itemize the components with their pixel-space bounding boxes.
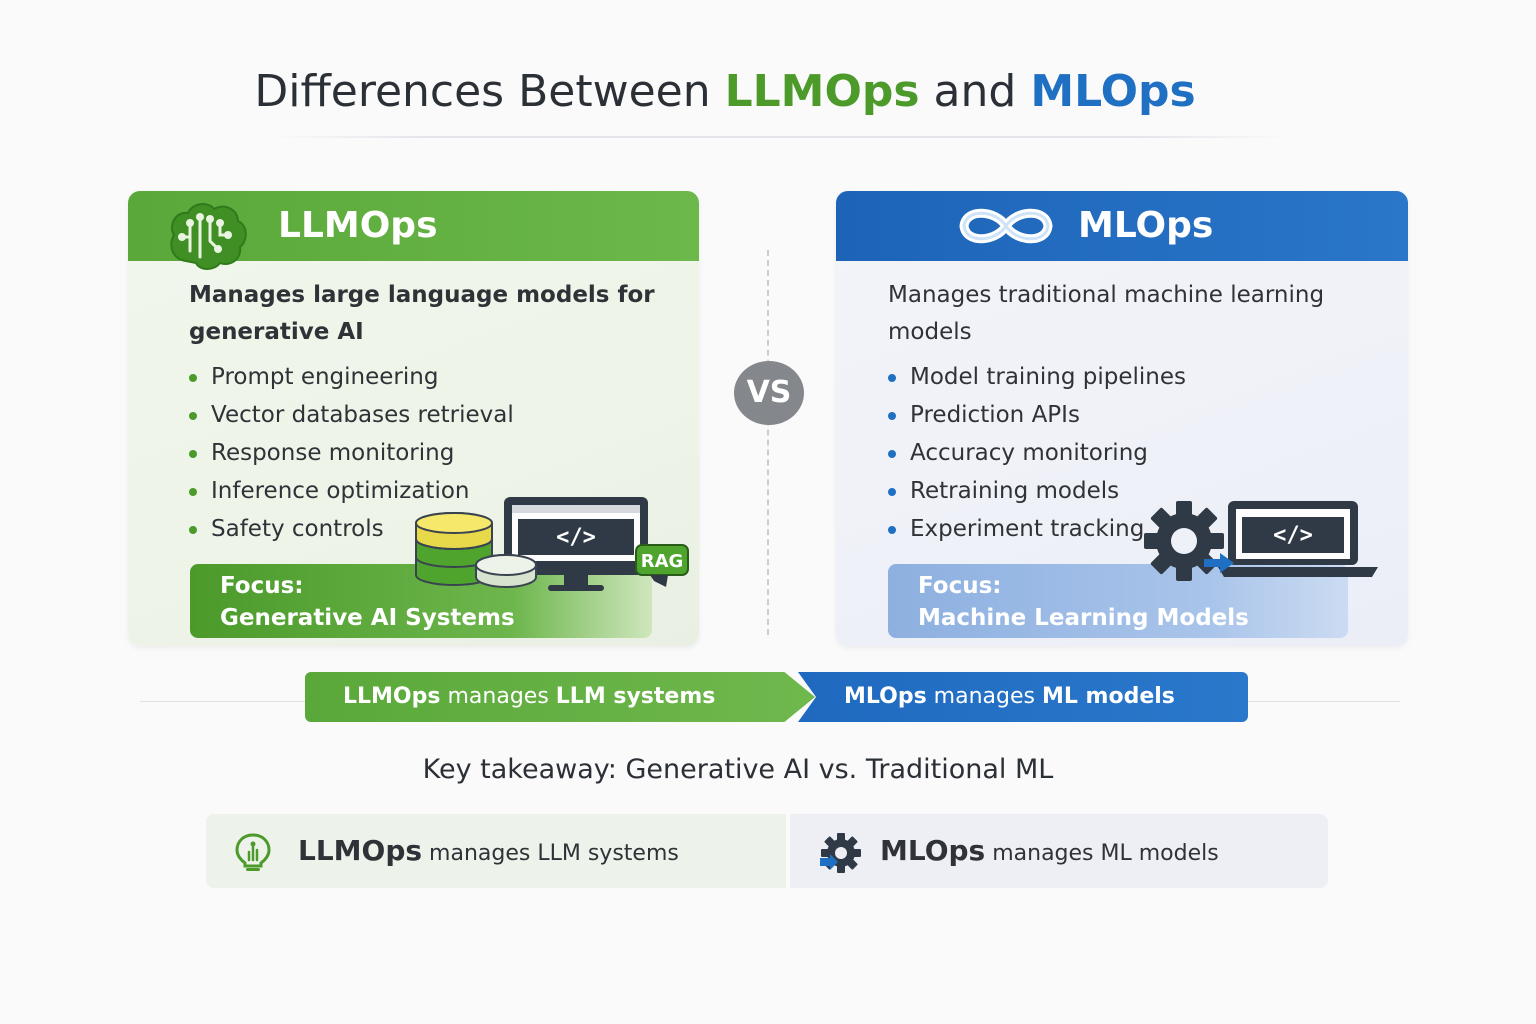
svg-text:</>: </> <box>1273 523 1313 548</box>
llmops-focus-value: Generative AI Systems <box>220 605 515 631</box>
bullet-dot-icon <box>189 450 197 458</box>
vs-badge: VS <box>734 361 804 425</box>
mlops-title: MLOps <box>1078 205 1214 246</box>
list-item: Safety controls <box>189 510 514 548</box>
bullet-dot-icon <box>189 488 197 496</box>
list-item: Experiment tracking <box>888 510 1186 548</box>
key-takeaway: Key takeaway: Generative AI vs. Traditio… <box>422 754 1054 785</box>
llmops-title: LLMOps <box>278 205 438 246</box>
page-title: Differences Between LLMOps and MLOps <box>254 66 1196 117</box>
bullet-dot-icon <box>888 450 896 458</box>
list-item: Vector databases retrieval <box>189 396 514 434</box>
list-item: Accuracy monitoring <box>888 434 1186 472</box>
list-item: Prediction APIs <box>888 396 1186 434</box>
bullet-dot-icon <box>189 374 197 382</box>
vs-divider-line <box>767 250 769 635</box>
mlops-focus-label: Focus: <box>918 573 1002 599</box>
infinity-icon <box>959 208 1053 244</box>
gear-icon <box>820 833 861 873</box>
mlops-description: Manages traditional machine learning mod… <box>888 282 1325 345</box>
bullet-dot-icon <box>888 526 896 534</box>
title-mlops: MLOps <box>1030 66 1196 117</box>
database-code-monitor-icon: </> RAG <box>415 497 689 591</box>
llmops-bullet-list: Prompt engineering Vector databases retr… <box>189 358 514 548</box>
gear-laptop-code-icon: </> <box>1144 501 1378 581</box>
list-item: Model training pipelines <box>888 358 1186 396</box>
mlops-card: MLOps Manages traditional machine learni… <box>836 191 1408 646</box>
mlops-summary-box: MLOps manages ML models <box>790 814 1328 888</box>
mlops-focus-value: Machine Learning Models <box>918 605 1249 631</box>
bullet-dot-icon <box>888 488 896 496</box>
llmops-card: LLMOps Manages large language models for… <box>128 191 699 646</box>
rag-badge: RAG <box>641 551 684 572</box>
mlops-bullet-list: Model training pipelines Prediction APIs… <box>888 358 1186 548</box>
title-llmops: LLMOps <box>724 66 920 117</box>
svg-text:</>: </> <box>556 525 596 550</box>
llmops-summary-box: LLMOps manages LLM systems <box>206 814 786 888</box>
mlops-card-header: MLOps <box>836 191 1408 261</box>
banner-divider-left <box>140 701 310 702</box>
mlops-arrow-banner: MLOps manages ML models <box>798 672 1248 722</box>
title-divider <box>270 136 1290 138</box>
bullet-dot-icon <box>189 412 197 420</box>
bullet-dot-icon <box>189 526 197 534</box>
brain-circuit-icon <box>170 203 247 270</box>
llmops-card-header: LLMOps <box>128 191 699 270</box>
llmops-arrow-banner: LLMOps manages LLM systems <box>305 672 815 722</box>
llmops-focus-label: Focus: <box>220 573 304 599</box>
lightbulb-icon <box>235 833 271 871</box>
list-item: Prompt engineering <box>189 358 514 396</box>
llmops-description: Manages large language models for genera… <box>189 282 655 345</box>
list-item: Retraining models <box>888 472 1186 510</box>
banner-divider-right <box>1240 701 1400 702</box>
list-item: Response monitoring <box>189 434 514 472</box>
list-item: Inference optimization <box>189 472 514 510</box>
bullet-dot-icon <box>888 374 896 382</box>
bullet-dot-icon <box>888 412 896 420</box>
